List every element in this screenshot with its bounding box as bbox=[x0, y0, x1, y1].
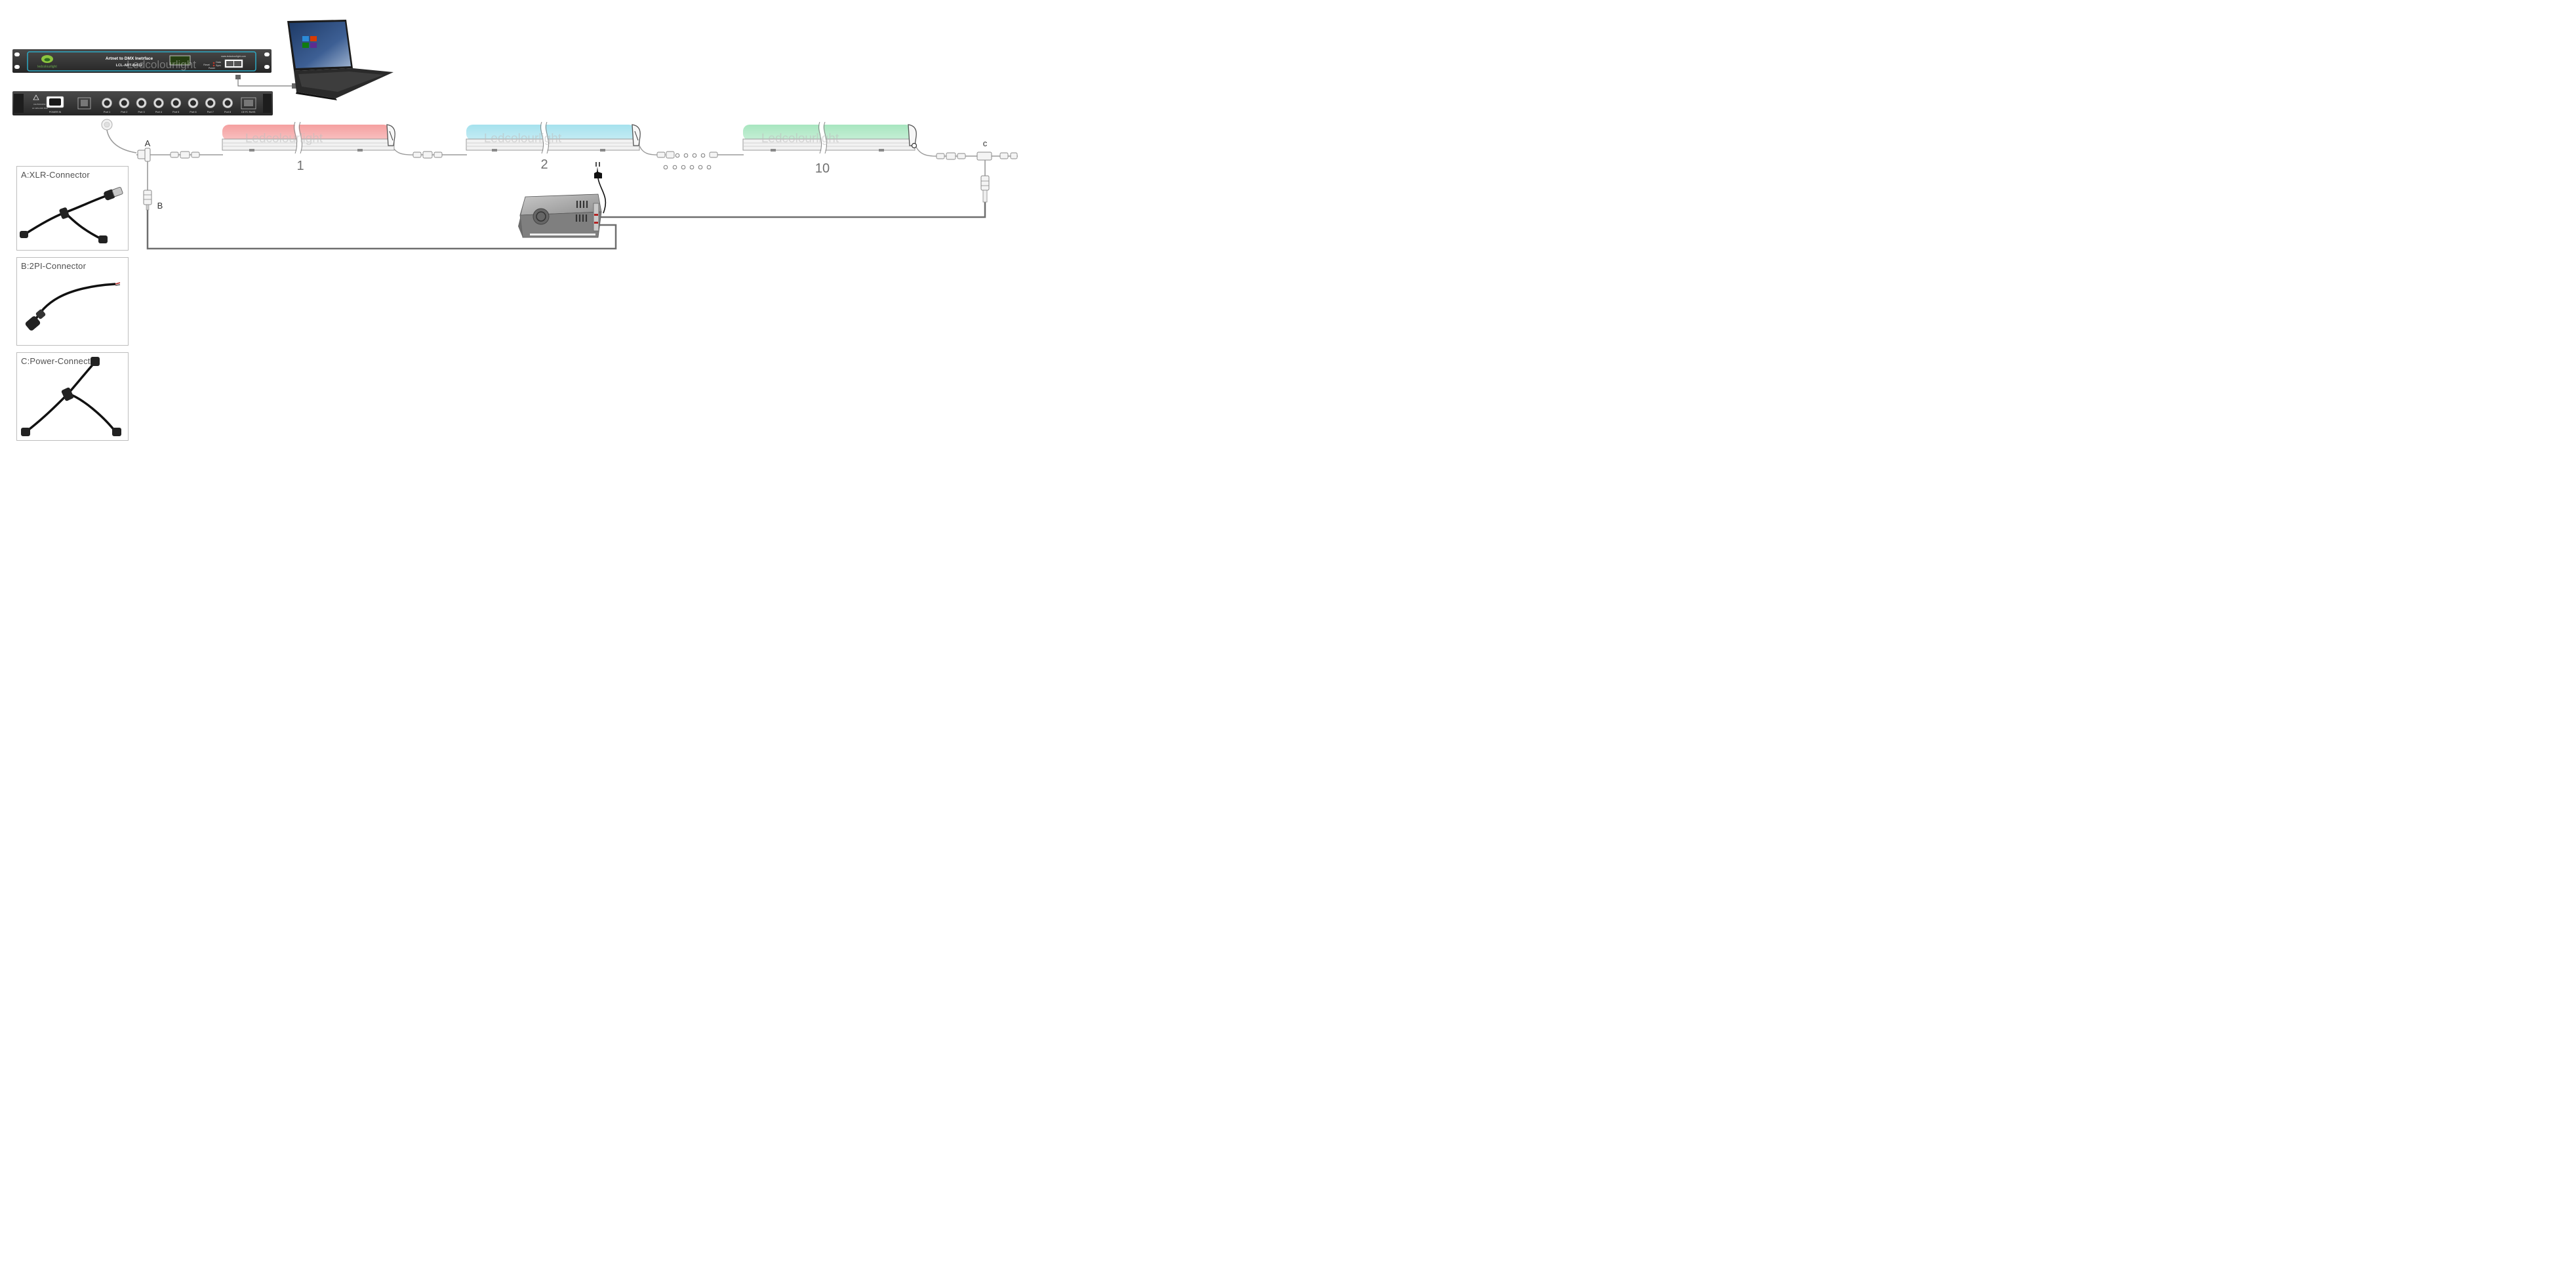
legend-panel-c: C:Power-Connector bbox=[16, 352, 129, 441]
dmx-port-label: Port 3 bbox=[138, 111, 145, 113]
dmx-port-3: Port 3 bbox=[136, 98, 147, 113]
legend-panel-b: B:2PI-Connector bbox=[16, 257, 129, 346]
dmx-port-6: Port 6 bbox=[188, 98, 199, 113]
power-in-label: POWER IN bbox=[49, 111, 62, 113]
logo-text: ledcolourlight bbox=[37, 65, 57, 69]
cert-text: CE FC RoHS bbox=[241, 111, 256, 113]
laptop-icon bbox=[287, 20, 393, 100]
dmx-ports: Port 1 Port 2 Port 3 Port 4 Port 5 Port 6 Port… bbox=[102, 98, 233, 113]
dmx-input-cable bbox=[101, 119, 137, 153]
led-tube-10: Ledcolourlight bbox=[742, 121, 917, 155]
unit-model: LCL-ART-8x512 bbox=[116, 64, 143, 68]
brand-logo: ledcolourlight bbox=[37, 55, 57, 69]
dmx-port-label: Port 7 bbox=[207, 111, 214, 113]
sync-led-label: Sync bbox=[216, 64, 221, 67]
dmx-port-4: Port 4 bbox=[153, 98, 164, 113]
dmx-port-label: Port 5 bbox=[172, 111, 179, 113]
power-led-label: Power bbox=[209, 67, 216, 70]
dmx-port-7: Port 7 bbox=[205, 98, 216, 113]
svg-text:AC 100V-240V 50Hz: AC 100V-240V 50Hz bbox=[32, 107, 49, 110]
power-supply-icon bbox=[518, 194, 602, 238]
dmx-port-label: Port 1 bbox=[104, 111, 110, 113]
dmx-port-5: Port 5 bbox=[171, 98, 182, 113]
interface-rear-panel: CAUTION RISK AC 100V-240V 50Hz POWER IN … bbox=[12, 91, 273, 115]
reset-label: Reset bbox=[203, 64, 209, 66]
dmx-port-1: Port 1 bbox=[102, 98, 112, 113]
ethernet-cable bbox=[235, 75, 298, 89]
wiring bbox=[146, 202, 986, 250]
inline-connectors bbox=[170, 151, 966, 160]
svg-text:CAUTION RISK: CAUTION RISK bbox=[33, 103, 46, 106]
legend-title-b: B:2PI-Connector bbox=[21, 261, 87, 271]
wire-psu-to-c bbox=[598, 202, 986, 218]
tube-watermark: Ledcolourlight bbox=[484, 132, 562, 146]
dmx-port-2: Port 2 bbox=[119, 98, 130, 113]
legend-panel-a: A:XLR-Connector bbox=[16, 166, 129, 251]
data-led-label: Data bbox=[216, 61, 221, 64]
unit-website: www.ledcolourlight.com bbox=[221, 55, 246, 58]
continuation-dots bbox=[663, 153, 712, 170]
tube-number-1: 1 bbox=[296, 159, 304, 173]
watermark-front: Ledcolourlight bbox=[127, 58, 196, 71]
tube-watermark: Ledcolourlight bbox=[761, 132, 839, 146]
power-connector-icon bbox=[21, 357, 121, 436]
dmx-port-label: Port 8 bbox=[224, 111, 231, 113]
connector-label-c: c bbox=[983, 138, 988, 148]
legend-title-a: A:XLR-Connector bbox=[21, 170, 90, 180]
dmx-port-label: Port 2 bbox=[121, 111, 127, 113]
xlr-connector-a bbox=[137, 148, 152, 211]
unit-title: Artnet to DMX Inetrface bbox=[106, 56, 153, 61]
dmx-port-label: Port 6 bbox=[190, 111, 196, 113]
power-plug-icon bbox=[594, 162, 607, 214]
interface-front-panel: ledcolourlight Artnet to DMX Inetrface L… bbox=[12, 49, 272, 73]
ethernet-rear-port bbox=[77, 97, 91, 110]
connector-label-b: B bbox=[157, 201, 163, 211]
2pin-connector-icon bbox=[25, 282, 121, 331]
legend-title-c: C:Power-Connector bbox=[21, 356, 98, 366]
connector-label-a: A bbox=[145, 138, 151, 148]
tube-number-10: 10 bbox=[815, 161, 830, 176]
tube-number-2: 2 bbox=[540, 157, 548, 172]
dmx-port-8: Port 8 bbox=[222, 98, 233, 113]
power-connector-c bbox=[976, 152, 1018, 203]
xlr-connector-icon bbox=[20, 186, 123, 243]
led-tube-2: Ledcolourlight bbox=[466, 121, 641, 155]
dmx-port-label: Port 4 bbox=[155, 111, 162, 113]
tube-watermark: Ledcolourlight bbox=[245, 132, 323, 146]
wire-b-to-psu bbox=[146, 210, 617, 250]
led-tube-1: Ledcolourlight bbox=[222, 121, 395, 155]
wiring-diagram: ledcolourlight Artnet to DMX Inetrface L… bbox=[0, 0, 1028, 507]
